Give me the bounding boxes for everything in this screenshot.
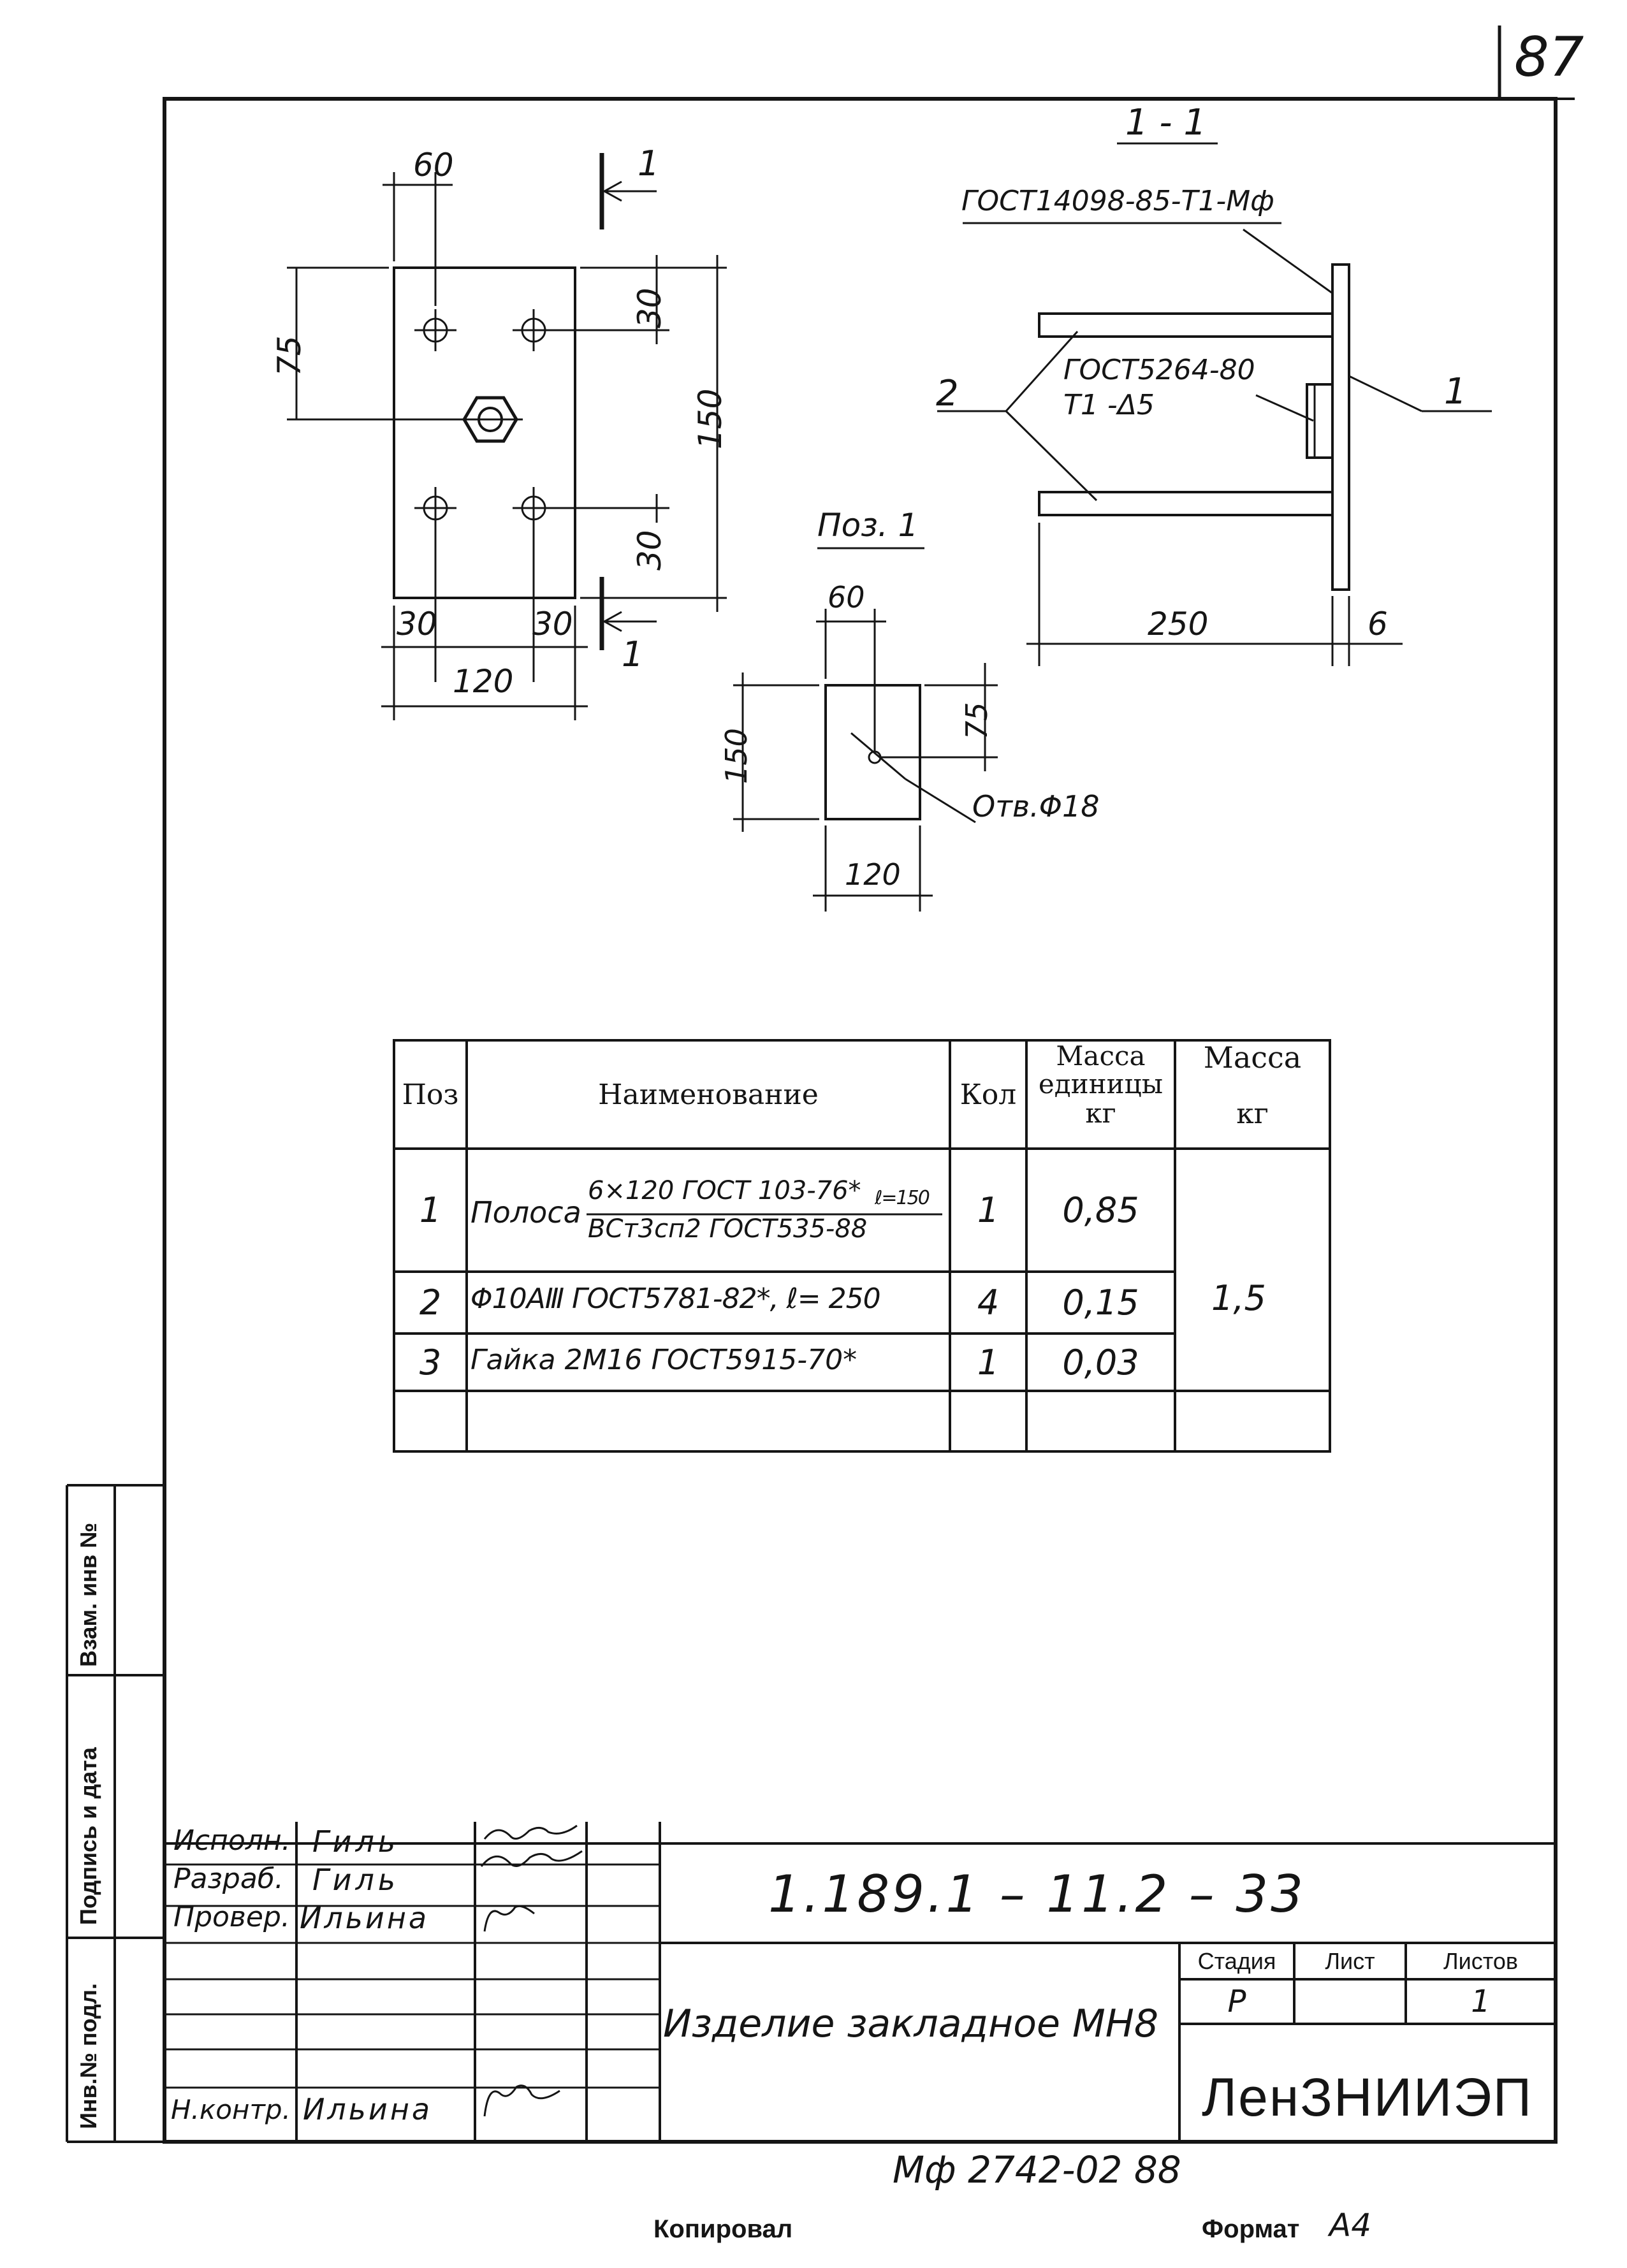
stamp-inv-podl: Инв.№ подл. (75, 1983, 101, 2129)
archive-number: Мф 2742-02 88 (893, 2148, 1181, 2192)
plan-dim-top: 60 (413, 147, 454, 184)
hole-note: Отв.Φ18 (972, 789, 1100, 824)
organization: ЛенЗНИИЭП (1202, 2067, 1533, 2127)
row1-unit-mass: 0,85 (1062, 1190, 1139, 1230)
plan-dim-bottom-right: 30 (532, 606, 573, 643)
callout-pos-2: 2 (936, 373, 959, 414)
stamp-signature-date: Подпись и дата (75, 1747, 101, 1925)
format-value: А4 (1329, 2207, 1372, 2244)
document-designation: 1.189.1 – 11.2 – 33 (768, 1865, 1306, 1924)
format-label: Формат (1202, 2215, 1300, 2243)
stage-value: Р (1227, 1984, 1246, 2019)
part-dim-bottom: 120 (845, 857, 901, 892)
row3-pos: 3 (419, 1342, 442, 1383)
row2-pos: 2 (419, 1283, 442, 1323)
th-total-mass-2: кг (1236, 1098, 1269, 1130)
callout-pos-1: 1 (1444, 371, 1467, 412)
plan-dim-right-upper: 30 (631, 287, 668, 328)
weld-note-mid-1: ГОСТ5264-80 (1063, 354, 1255, 386)
row1-name-numerator: 6×120 ГОСТ 103-76* (588, 1176, 861, 1205)
row1-name-suffix: ℓ=150 (875, 1187, 930, 1209)
th-unit-mass-2: единицы (1038, 1068, 1164, 1100)
row3-unit-mass: 0,03 (1062, 1342, 1139, 1383)
row1-qty: 1 (977, 1190, 1000, 1230)
product-name: Изделие закладное МН8 (663, 2002, 1159, 2046)
sheet-label: Лист (1325, 1947, 1375, 1974)
section-mark-bottom: 1 (622, 634, 644, 674)
section-plate (1331, 263, 1350, 591)
row2-unit-mass: 0,15 (1062, 1283, 1139, 1323)
weld-note-mid-2: Т1 -Δ5 (1063, 389, 1155, 421)
th-pos: Поз (402, 1078, 459, 1111)
name-2: Гиль (312, 1863, 400, 1897)
th-name: Наименование (598, 1078, 819, 1111)
signature-strokes (480, 1824, 583, 2117)
row1-name-prefix: Полоса (471, 1195, 581, 1230)
row3-qty: 1 (977, 1342, 1000, 1383)
plan-dim-bottom-left: 30 (397, 606, 437, 643)
row1-pos: 1 (419, 1190, 442, 1230)
total-mass: 1,5 (1211, 1278, 1266, 1318)
stamp-vzam-inv: Взам. инв № (75, 1522, 101, 1667)
plan-dim-left: 75 (271, 335, 308, 376)
part-title: Поз. 1 (817, 507, 919, 544)
plan-dim-right-lower: 30 (631, 530, 668, 571)
role-3: Провер. (173, 1901, 290, 1933)
sheets-label: Листов (1443, 1947, 1518, 1974)
th-unit-mass-1: Масса (1056, 1040, 1146, 1072)
section-dim-thickness: 6 (1368, 606, 1388, 643)
th-qty: Кол (959, 1078, 1017, 1111)
name-7: Ильина (303, 2092, 433, 2126)
row3-name: Гайка 2М16 ГОСТ5915-70* (471, 1344, 857, 1376)
row2-name: Φ10АⅢ ГОСТ5781-82*, ℓ= 250 (471, 1283, 881, 1315)
stage-label: Стадия (1197, 1947, 1276, 1974)
role-2: Разраб. (173, 1863, 284, 1895)
section-dim-length: 250 (1148, 606, 1209, 643)
th-unit-mass-3: кг (1085, 1098, 1116, 1129)
sheet-number: 87 (1514, 25, 1584, 89)
plan-dim-right-total: 150 (692, 388, 729, 449)
part-dim-left: 150 (719, 728, 754, 784)
plan-dim-bottom-total: 120 (453, 663, 514, 700)
section-mark-top: 1 (638, 143, 660, 184)
part-dim-right: 75 (959, 702, 994, 739)
weld-note-top: ГОСТ14098-85-Т1-Мф (961, 185, 1274, 217)
plate-outline (393, 266, 576, 599)
role-7: Н.контр. (171, 2094, 291, 2125)
name-3: Ильина (300, 1901, 430, 1935)
part-outline (824, 684, 921, 820)
row2-qty: 4 (977, 1283, 1000, 1323)
role-1: Исполн. (173, 1824, 291, 1857)
copied-label: Копировал (653, 2215, 793, 2243)
section-title: 1 - 1 (1125, 102, 1207, 143)
row1-name-denominator: ВСт3сп2 ГОСТ535-88 (588, 1214, 868, 1244)
sheets-value: 1 (1471, 1984, 1491, 2019)
sheet-value (1294, 1979, 1406, 2024)
part-dim-top: 60 (828, 580, 865, 614)
th-total-mass-1: Масса (1203, 1040, 1302, 1075)
name-1: Гиль (312, 1824, 400, 1859)
